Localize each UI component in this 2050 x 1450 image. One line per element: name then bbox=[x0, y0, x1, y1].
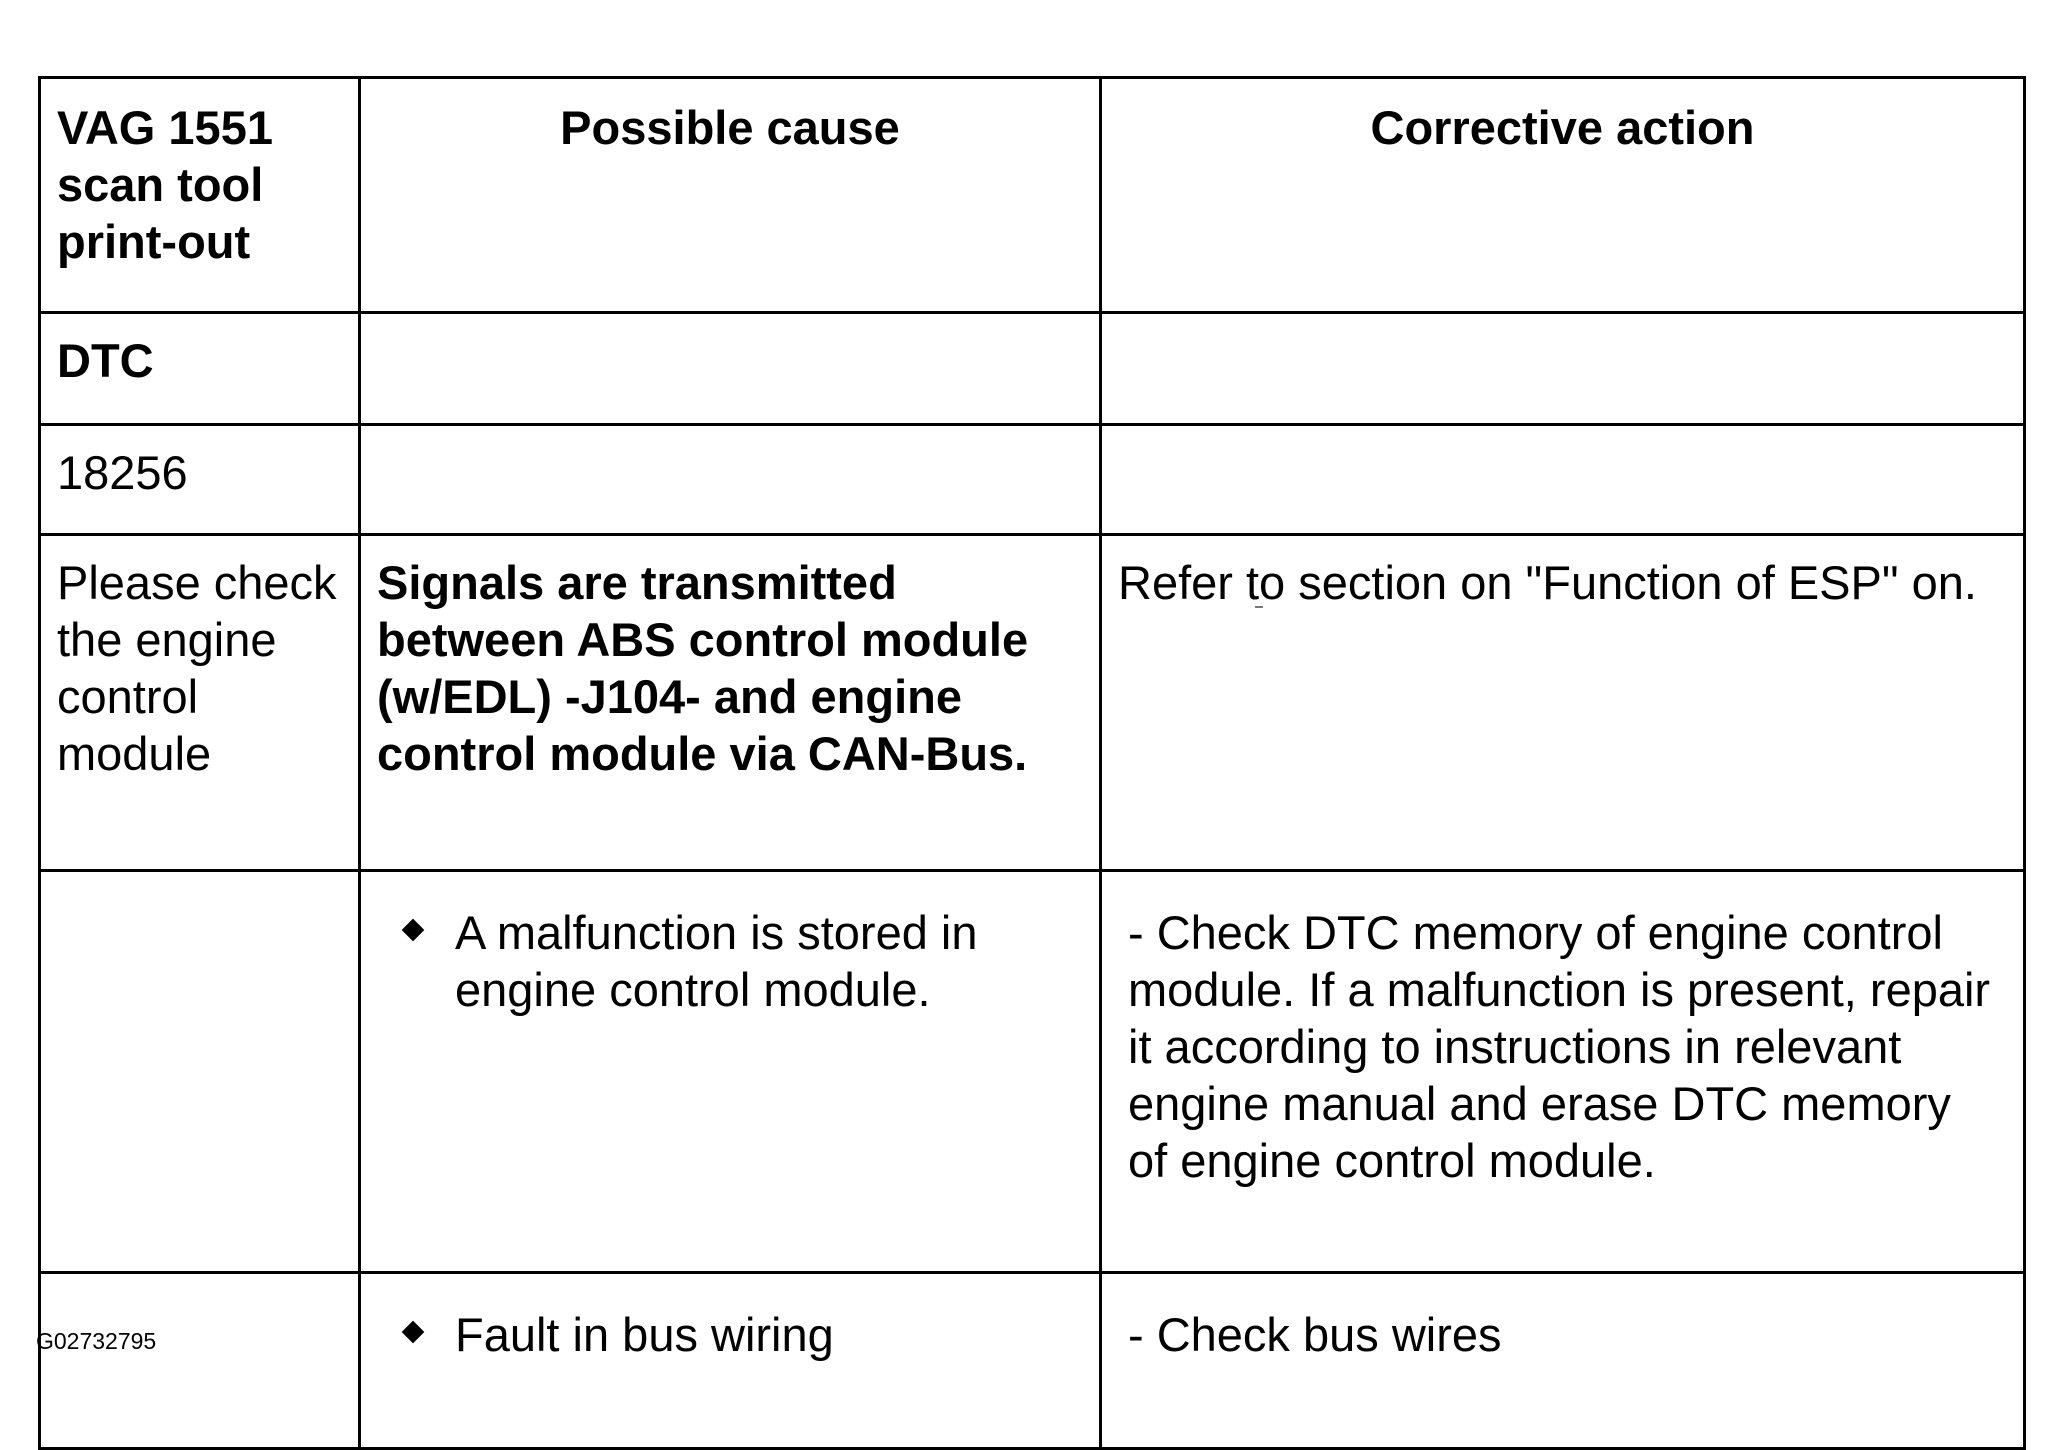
table-row: A malfunction is stored in engine contro… bbox=[38, 869, 2026, 1274]
cause-cell-2: Fault in bus wiring bbox=[358, 1271, 1102, 1450]
figure-caption: G02732795 bbox=[36, 1328, 157, 1354]
empty-cell bbox=[358, 423, 1102, 536]
cause-cell-1: A malfunction is stored in engine contro… bbox=[358, 869, 1102, 1274]
list-item: A malfunction is stored in engine contro… bbox=[361, 872, 1099, 1018]
action-text-2: - Check bus wires bbox=[1099, 1271, 2026, 1450]
dtc-message: Please check the engine control module bbox=[38, 533, 361, 872]
table-row: 18256 bbox=[38, 423, 2026, 536]
cause-text-1: A malfunction is stored in engine contro… bbox=[455, 906, 978, 1016]
empty-cell bbox=[1099, 311, 2026, 426]
table-header-row: VAG 1551 scan tool print-out Possible ca… bbox=[38, 76, 2026, 314]
table-row: DTC bbox=[38, 311, 2026, 426]
dtc-label: DTC bbox=[38, 311, 361, 426]
header-corrective-action: Corrective action bbox=[1099, 76, 2026, 314]
action-text-1: - Check DTC memory of engine control mod… bbox=[1099, 869, 2026, 1274]
empty-cell bbox=[1099, 423, 2026, 536]
signal-action: Refer to section on "Function of ESP" on… bbox=[1099, 533, 2026, 872]
diagnostic-table: VAG 1551 scan tool print-out Possible ca… bbox=[38, 76, 2026, 1450]
cause-text-2: Fault in bus wiring bbox=[455, 1308, 834, 1361]
signal-cause: Signals are transmitted between ABS cont… bbox=[358, 533, 1102, 872]
dtc-code: 18256 bbox=[38, 423, 361, 536]
empty-cell bbox=[358, 311, 1102, 426]
empty-cell bbox=[38, 1271, 361, 1450]
empty-cell bbox=[38, 869, 361, 1274]
diamond-bullet-icon bbox=[401, 1320, 425, 1344]
stray-mark bbox=[1255, 606, 1263, 608]
table-row: Please check the engine control module S… bbox=[38, 533, 2026, 872]
diamond-bullet-icon bbox=[401, 918, 425, 942]
table-row: Fault in bus wiring - Check bus wires bbox=[38, 1271, 2026, 1450]
list-item: Fault in bus wiring bbox=[361, 1274, 1099, 1363]
header-possible-cause: Possible cause bbox=[358, 76, 1102, 314]
header-scan-tool-printout: VAG 1551 scan tool print-out bbox=[38, 76, 361, 314]
